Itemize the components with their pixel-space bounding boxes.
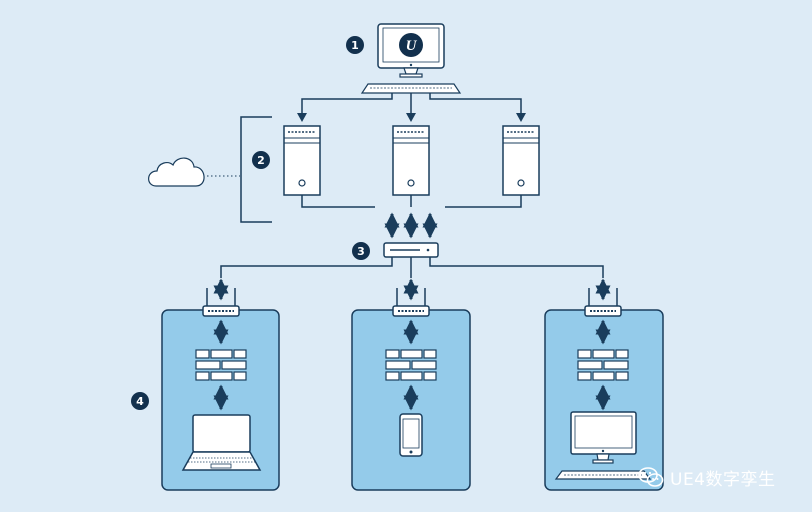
firewall-icon <box>195 349 247 381</box>
wifi-router-icon <box>202 288 240 317</box>
network-switch-icon <box>383 242 439 258</box>
step-badge-1: 1 <box>346 36 364 54</box>
server-icon <box>283 125 321 196</box>
wifi-router-icon <box>392 288 430 317</box>
step-badge-2: 2 <box>252 151 270 169</box>
step-badge-3-label: 3 <box>357 245 365 258</box>
desktop-computer-icon <box>554 411 652 480</box>
server-icon <box>502 125 540 196</box>
laptop-icon <box>181 414 262 471</box>
computer-with-unreal-logo-icon: U <box>360 23 462 94</box>
server-group-bracket <box>240 116 272 223</box>
wifi-router-icon <box>584 288 622 317</box>
step-badge-4: 4 <box>131 392 149 410</box>
step-badge-2-label: 2 <box>257 154 265 167</box>
unreal-logo-text: U <box>406 38 418 54</box>
watermark: UE4数字孪生 <box>638 464 776 490</box>
step-badge-4-label: 4 <box>136 395 144 408</box>
double-arrows <box>213 212 611 411</box>
step-badge-3: 3 <box>352 242 370 260</box>
connector-lines <box>220 90 604 278</box>
server-icon <box>392 125 430 196</box>
cloud-icon <box>148 157 205 187</box>
firewall-icon <box>577 349 629 381</box>
smartphone-icon <box>399 413 423 457</box>
wechat-icon <box>638 467 664 487</box>
server-input-arrows <box>297 113 526 122</box>
watermark-text: UE4数字孪生 <box>670 469 776 490</box>
step-badge-1-label: 1 <box>351 39 359 52</box>
firewall-icon <box>385 349 437 381</box>
